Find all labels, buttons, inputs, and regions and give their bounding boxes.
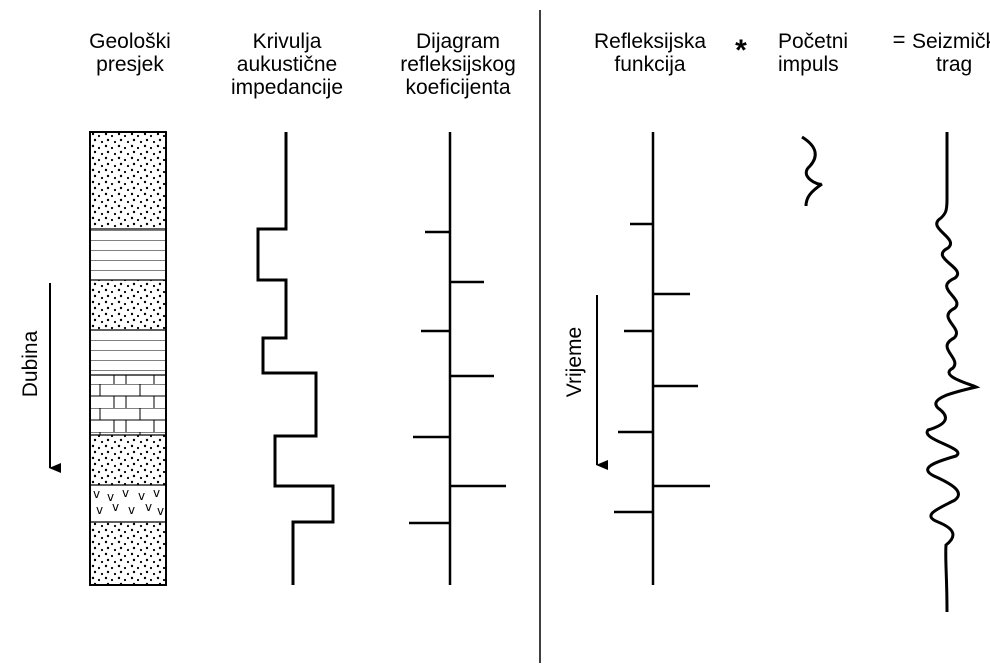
impedance-curve — [256, 132, 335, 585]
seismic-trace — [925, 132, 981, 613]
svg-text:v: v — [138, 489, 145, 503]
svg-text:v: v — [145, 500, 152, 514]
layer-shale-1 — [90, 229, 166, 280]
title-seizmicki-trag: Seizmički trag — [912, 30, 990, 76]
reflection-function — [614, 132, 710, 585]
svg-text:v: v — [122, 486, 129, 500]
title-pocetni-impuls: Početni impuls — [778, 30, 849, 76]
svg-text:v: v — [112, 500, 119, 514]
initial-impulse-wavelet — [801, 135, 823, 207]
svg-text:v: v — [153, 486, 160, 500]
svg-text:v: v — [157, 504, 164, 518]
column-outline — [89, 131, 167, 586]
title-geoloski-presjek: Geološki presjek — [89, 30, 171, 76]
svg-text:v: v — [128, 503, 135, 517]
reflection-coefficient-diagram — [409, 132, 506, 585]
equals-operator: = — [893, 27, 906, 52]
layer-shale-2 — [90, 330, 166, 375]
svg-text:v: v — [107, 490, 114, 504]
layer-limestone — [90, 375, 166, 435]
time-axis-label: Vrijeme — [563, 326, 586, 398]
title-krivulja-impedancije: Krivulja aukustične impedancije — [230, 30, 344, 99]
convolution-operator: * — [735, 34, 747, 67]
svg-text:v: v — [96, 503, 103, 517]
layer-sand-2 — [90, 280, 166, 330]
title-dijagram-koeficijenta: Dijagram refleksijskog koeficijenta — [400, 30, 516, 99]
depth-axis-label: Dubina — [19, 330, 42, 398]
layer-sand-3 — [90, 435, 166, 485]
layer-sand-1 — [90, 132, 166, 229]
title-refleksijska-funkcija: Refleksijska funkcija — [593, 30, 707, 76]
layer-sand-4 — [90, 522, 166, 585]
svg-text:v: v — [93, 487, 100, 501]
